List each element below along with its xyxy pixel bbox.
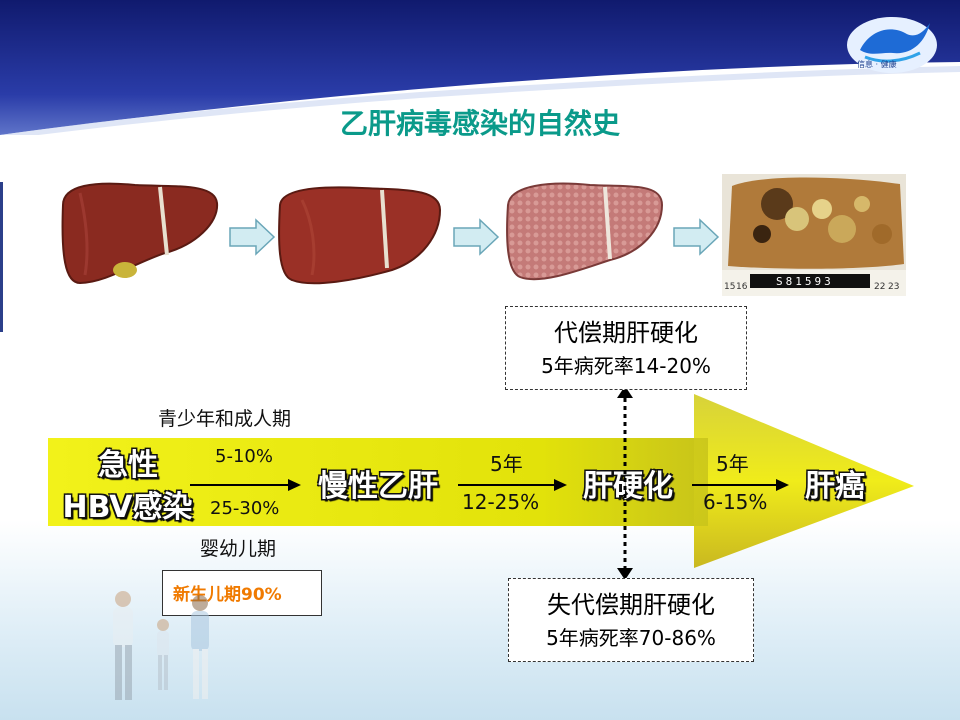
arrow-right-icon — [673, 218, 720, 256]
ruler-number: 23 — [888, 282, 900, 292]
cirrhotic-liver-image — [506, 182, 664, 281]
stage-acute-line2: HBV感染 — [62, 490, 193, 525]
adult-period-label: 青少年和成人期 — [158, 408, 292, 430]
decompensated-cirrhosis-title: 失代偿期肝硬化 — [547, 591, 715, 619]
ruler-number: 22 — [874, 282, 886, 292]
family-photo-decoration — [113, 591, 209, 700]
side-marker — [0, 182, 3, 332]
page-title: 乙肝病毒感染的自然史 — [339, 107, 620, 140]
arrow-right-icon — [229, 218, 276, 256]
stage-acute-line1: 急性 — [98, 448, 158, 483]
ruler-number: 16 — [736, 282, 748, 292]
specimen-photo — [722, 177, 906, 296]
transition-arrow — [190, 479, 301, 491]
transition-arrow — [692, 479, 789, 491]
compensated-cirrhosis-title: 代偿期肝硬化 — [554, 319, 698, 347]
decompensated-cirrhosis-box: 失代偿期肝硬化 5年病死率70-86% — [508, 578, 754, 662]
chronic-hepatitis-liver-image — [278, 186, 442, 285]
infant-rate-label: 25-30% — [210, 498, 280, 519]
stage-cirrhosis: 肝硬化 — [583, 469, 673, 504]
dotted-double-arrow — [617, 386, 633, 580]
adult-rate-label: 5-10% — [215, 446, 273, 467]
svg-text:信息 · 健康: 信息 · 健康 — [857, 59, 897, 69]
cirrhosis-to-hcc-years: 5年 — [716, 452, 749, 476]
ruler-number: 15 — [724, 282, 736, 292]
cirrhosis-to-hcc-rate: 6-15% — [703, 490, 768, 514]
infant-period-label: 婴幼儿期 — [200, 538, 277, 560]
normal-liver-image — [61, 182, 219, 285]
liver-cancer-specimen-image: 15 16 S81593 22 23 — [722, 174, 906, 296]
decompensated-cirrhosis-mortality: 5年病死率70-86% — [546, 626, 716, 650]
arrow-right-icon — [453, 218, 500, 256]
logo-icon: 信息 · 健康 — [847, 17, 937, 73]
compensated-cirrhosis-mortality: 5年病死率14-20% — [541, 354, 711, 378]
transition-arrow — [458, 479, 567, 491]
progression-arrow — [48, 394, 914, 568]
chronic-to-cirrhosis-years: 5年 — [490, 452, 523, 476]
chronic-to-cirrhosis-rate: 12-25% — [462, 490, 540, 514]
stage-hcc: 肝癌 — [805, 469, 865, 504]
header-band — [0, 0, 960, 135]
stage-chronic-hepatitis: 慢性乙肝 — [318, 469, 438, 504]
specimen-label: S81593 — [776, 275, 834, 288]
compensated-cirrhosis-box: 代偿期肝硬化 5年病死率14-20% — [505, 306, 747, 390]
